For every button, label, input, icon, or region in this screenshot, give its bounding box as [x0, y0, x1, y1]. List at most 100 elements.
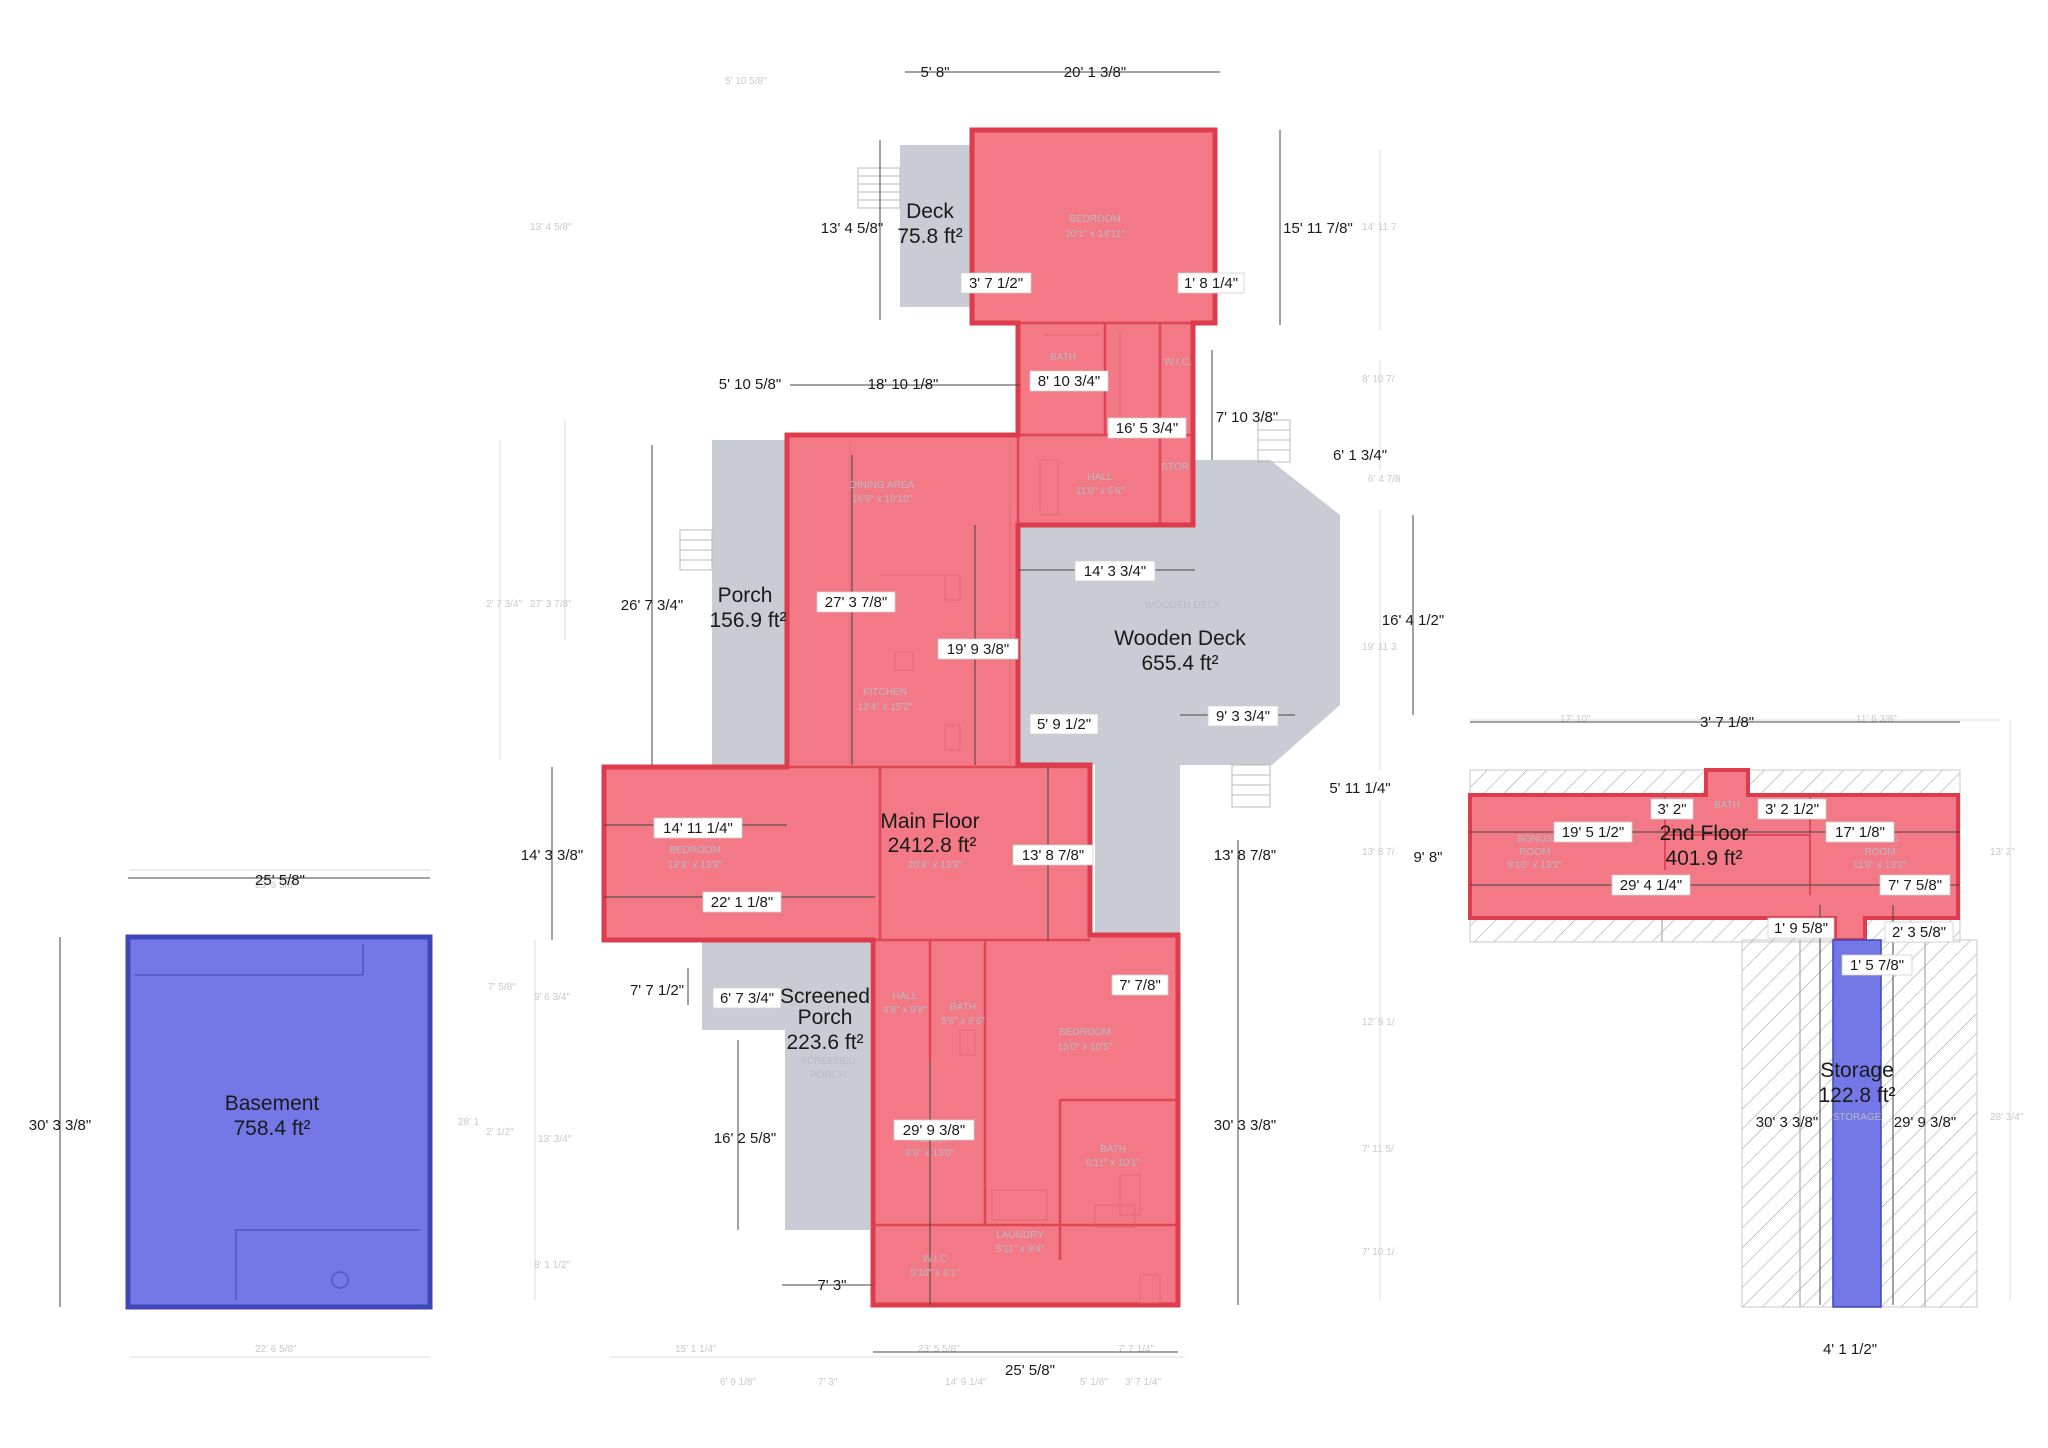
- svg-text:WOODEN DECK: WOODEN DECK: [1145, 600, 1222, 611]
- svg-text:29' 9 3/8": 29' 9 3/8": [1894, 1114, 1956, 1131]
- svg-text:30' 3 3/8": 30' 3 3/8": [1756, 1114, 1818, 1131]
- svg-text:2' 1/2": 2' 1/2": [486, 1127, 514, 1138]
- svg-text:16' 4 1/2": 16' 4 1/2": [1382, 612, 1444, 629]
- svg-text:5' 1/8": 5' 1/8": [1080, 1377, 1108, 1388]
- basement-title: Basement: [225, 1092, 320, 1115]
- svg-text:5' 11 1/4": 5' 11 1/4": [1329, 780, 1390, 797]
- porch-shape: [712, 440, 787, 765]
- svg-text:W.I.C: W.I.C: [923, 1254, 947, 1265]
- svg-text:19' 11 3: 19' 11 3: [1362, 642, 1397, 653]
- svg-text:9' 8": 9' 8": [1413, 849, 1442, 866]
- svg-text:9'6" x 13'0": 9'6" x 13'0": [905, 1148, 955, 1159]
- svg-text:2' 7 3/4": 2' 7 3/4": [486, 599, 522, 610]
- svg-text:20'1" x 14'11": 20'1" x 14'11": [1065, 229, 1125, 240]
- svg-text:9'10" x 13'2": 9'10" x 13'2": [1508, 860, 1563, 871]
- svg-text:HALL: HALL: [892, 991, 917, 1002]
- svg-text:5'6" x 6'6": 5'6" x 6'6": [941, 1016, 985, 1027]
- screened-porch-title-2: Porch: [798, 1006, 853, 1029]
- svg-text:KITCHEN: KITCHEN: [863, 687, 907, 698]
- second-floor: [1468, 768, 1978, 1308]
- svg-text:15'0" x 10'5": 15'0" x 10'5": [1058, 1042, 1113, 1053]
- svg-text:14' 9 1/4": 14' 9 1/4": [945, 1377, 987, 1388]
- svg-text:BEDROOM: BEDROOM: [1069, 214, 1121, 225]
- svg-text:ROOM: ROOM: [1519, 847, 1550, 858]
- svg-text:6' 1 3/4": 6' 1 3/4": [1333, 447, 1387, 464]
- svg-text:6' 4 7/8: 6' 4 7/8: [1368, 474, 1401, 485]
- svg-text:5' 10 5/8": 5' 10 5/8": [719, 376, 781, 393]
- svg-text:11'6" x 13'2": 11'6" x 13'2": [1853, 860, 1908, 871]
- svg-text:11' 6 3/8": 11' 6 3/8": [1856, 714, 1897, 725]
- svg-text:13' 8 7/8": 13' 8 7/8": [1214, 847, 1276, 864]
- porch-area: 156.9 ft²: [709, 609, 786, 632]
- svg-text:5' 8": 5' 8": [920, 64, 949, 81]
- screened-porch-shape: [785, 940, 870, 1230]
- svg-text:17' 1/8": 17' 1/8": [1835, 824, 1885, 841]
- svg-text:7' 7 1/4": 7' 7 1/4": [1118, 1344, 1154, 1355]
- svg-text:2' 3 5/8": 2' 3 5/8": [1892, 924, 1946, 941]
- room-titles: Deck 75.8 ft² Porch 156.9 ft² Wooden Dec…: [225, 200, 1896, 1140]
- svg-text:8' 10 3/4": 8' 10 3/4": [1038, 373, 1100, 390]
- svg-text:3' 7 1/8": 3' 7 1/8": [1700, 714, 1754, 731]
- svg-text:16'6" x 10'10": 16'6" x 10'10": [852, 494, 913, 505]
- svg-text:BATH: BATH: [950, 1002, 976, 1013]
- svg-text:5' 9 1/2": 5' 9 1/2": [1037, 716, 1091, 733]
- svg-text:29' 4 1/4": 29' 4 1/4": [1620, 877, 1682, 894]
- svg-text:13' 8 7/: 13' 8 7/: [1362, 847, 1395, 858]
- svg-text:13' 4 5/8": 13' 4 5/8": [530, 222, 572, 233]
- svg-text:23' 5 5/8": 23' 5 5/8": [918, 1344, 960, 1355]
- second-floor-shape: [1468, 768, 1960, 942]
- svg-text:19' 9 3/8": 19' 9 3/8": [947, 641, 1009, 658]
- svg-text:22' 6 5/8": 22' 6 5/8": [255, 1344, 297, 1355]
- svg-text:7' 10 3/8": 7' 10 3/8": [1216, 409, 1278, 426]
- svg-text:20' 1 3/8": 20' 1 3/8": [1064, 64, 1126, 81]
- svg-text:STORAGE: STORAGE: [1833, 1112, 1882, 1123]
- svg-text:LAUNDRY: LAUNDRY: [996, 1230, 1044, 1241]
- ghost-dimension-labels: 5' 10 5/8" 13' 4 5/8" 14' 11 7 8' 10 7/ …: [255, 76, 2024, 1388]
- svg-text:STOR: STOR: [1161, 462, 1189, 473]
- deck-area: 75.8 ft²: [897, 225, 962, 248]
- storage-shape: [1832, 939, 1882, 1308]
- svg-text:5'10" x 6'1": 5'10" x 6'1": [910, 1268, 960, 1279]
- svg-text:28' 3/4": 28' 3/4": [1990, 1112, 2024, 1123]
- svg-text:BATH: BATH: [1714, 800, 1740, 811]
- svg-text:8' 10 7/: 8' 10 7/: [1362, 374, 1395, 385]
- svg-text:18' 10 1/8": 18' 10 1/8": [868, 376, 939, 393]
- svg-text:7' 7/8": 7' 7/8": [1119, 977, 1161, 994]
- dimension-labels: 5' 8" 20' 1 3/8" 13' 4 5/8" 15' 11 7/8" …: [29, 64, 1877, 1379]
- svg-text:4'8" x 9'8": 4'8" x 9'8": [883, 1005, 927, 1016]
- basement-shape: [125, 934, 433, 1310]
- svg-text:BATH: BATH: [1050, 352, 1076, 363]
- svg-text:13'3" x 13'3": 13'3" x 13'3": [668, 860, 723, 871]
- svg-text:BATH: BATH: [1100, 1144, 1126, 1155]
- svg-text:13' 3/4": 13' 3/4": [538, 1134, 572, 1145]
- svg-text:16' 5 3/4": 16' 5 3/4": [1116, 420, 1178, 437]
- deck-title: Deck: [906, 200, 954, 223]
- svg-text:SCREENED: SCREENED: [800, 1056, 856, 1067]
- svg-text:1' 5 7/8": 1' 5 7/8": [1850, 957, 1904, 974]
- svg-text:11'0" x 6'6": 11'0" x 6'6": [1076, 486, 1125, 497]
- svg-text:BEDROOM: BEDROOM: [669, 845, 721, 856]
- main-floor-title: Main Floor: [880, 810, 979, 833]
- storage-area: 122.8 ft²: [1818, 1084, 1895, 1107]
- svg-text:6' 9 1/8": 6' 9 1/8": [720, 1377, 756, 1388]
- svg-text:30' 3 3/8": 30' 3 3/8": [29, 1117, 91, 1134]
- svg-text:DINING AREA: DINING AREA: [850, 480, 915, 491]
- storage-title: Storage: [1820, 1059, 1894, 1082]
- svg-text:7' 3": 7' 3": [817, 1277, 846, 1294]
- svg-text:9' 6 3/4": 9' 6 3/4": [534, 992, 570, 1003]
- svg-text:27' 3 7/8": 27' 3 7/8": [530, 599, 572, 610]
- svg-text:7' 3": 7' 3": [818, 1377, 838, 1388]
- main-floor: [601, 127, 1218, 1308]
- svg-text:13' 2": 13' 2": [1990, 847, 2015, 858]
- svg-text:1' 8 1/4": 1' 8 1/4": [1184, 275, 1238, 292]
- svg-text:7' 5/8": 7' 5/8": [488, 982, 516, 993]
- svg-text:26' 7 3/4": 26' 7 3/4": [621, 597, 683, 614]
- porch-title: Porch: [718, 584, 773, 607]
- svg-text:30' 3 3/8": 30' 3 3/8": [1214, 1117, 1276, 1134]
- svg-text:BEDROOM: BEDROOM: [1059, 1027, 1111, 1038]
- svg-text:14' 11 1/4": 14' 11 1/4": [663, 820, 733, 837]
- svg-text:BONUS: BONUS: [1517, 834, 1553, 845]
- svg-text:7' 7 1/2": 7' 7 1/2": [630, 982, 684, 999]
- svg-text:14' 11 7: 14' 11 7: [1362, 222, 1397, 233]
